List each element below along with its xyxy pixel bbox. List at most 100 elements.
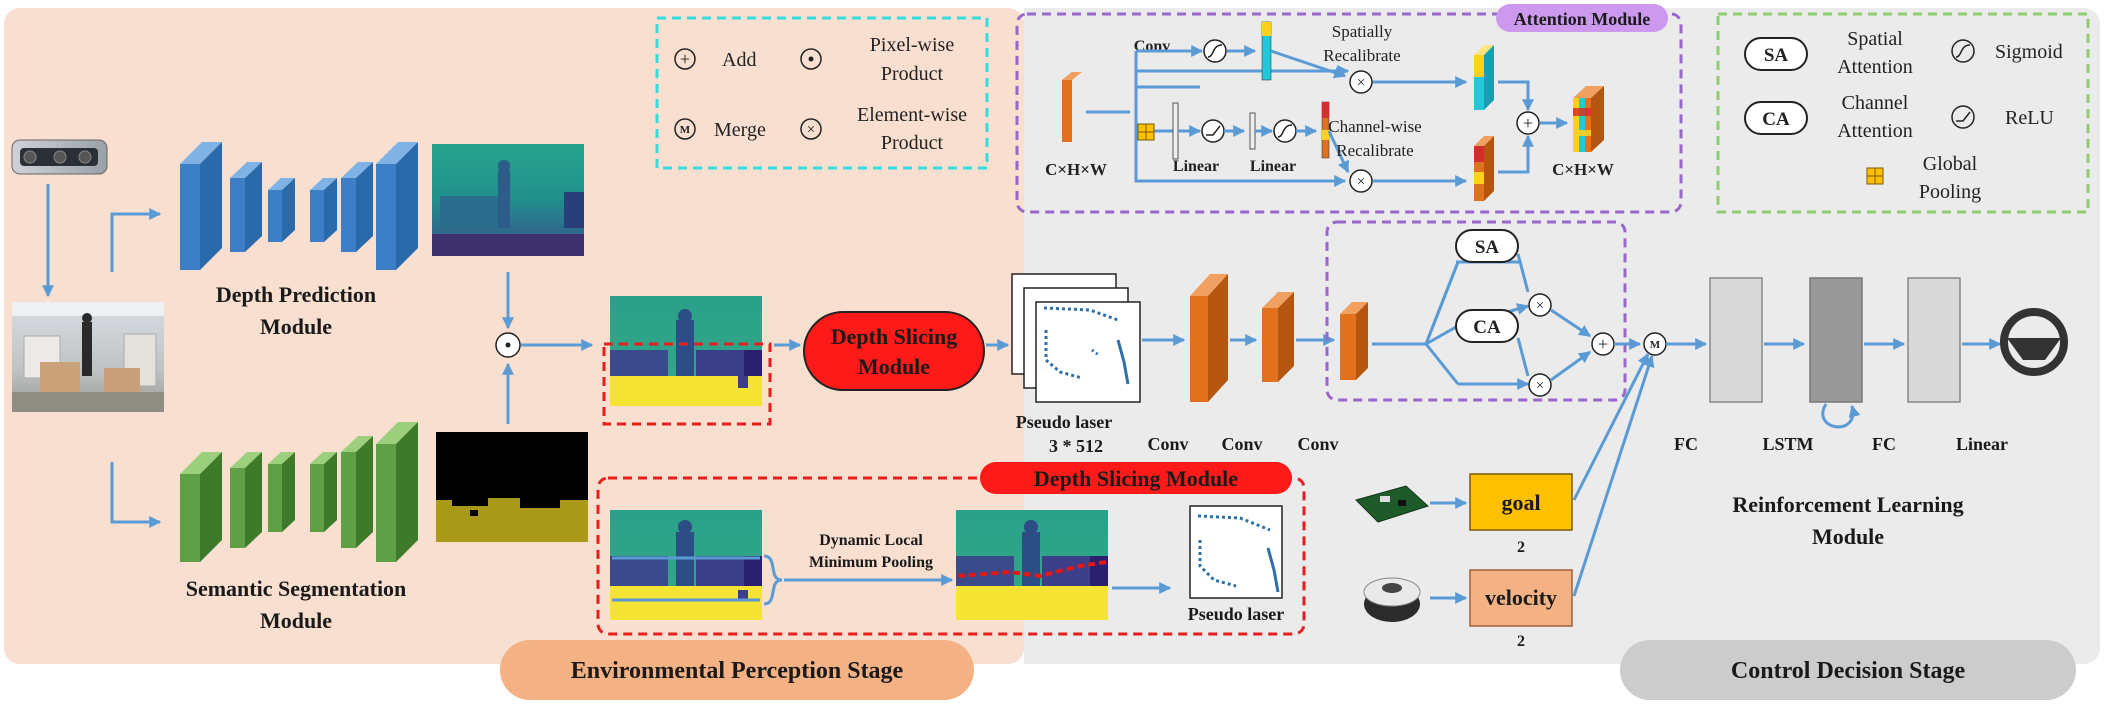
goal-dim: 2 <box>1517 539 1525 556</box>
svg-text:Sigmoid: Sigmoid <box>1995 41 2063 63</box>
svg-text:Control Decision Stage: Control Decision Stage <box>1731 658 1966 684</box>
goal-input: goal <box>1469 473 1573 531</box>
rgb-input-image <box>12 302 164 412</box>
global-pooling-icon <box>1866 167 1884 185</box>
svg-text:Product: Product <box>881 132 944 154</box>
attention-block: SA CA × × + <box>1325 220 1627 402</box>
svg-text:Linear: Linear <box>1250 158 1296 175</box>
conv-label-3: Conv <box>1297 434 1338 454</box>
svg-text:C×H×W: C×H×W <box>1045 160 1107 179</box>
pseudo-laser-stack <box>1011 273 1141 403</box>
svg-text:Depth Slicing Module: Depth Slicing Module <box>1034 466 1238 491</box>
svg-text:+: + <box>680 49 690 69</box>
lstm-label: LSTM <box>1762 434 1813 454</box>
steering-wheel-icon <box>2000 308 2068 376</box>
svg-text:Channel-wise: Channel-wise <box>1328 117 1421 136</box>
sigmoid-icon <box>1273 119 1297 143</box>
control-stage-label: Control Decision Stage <box>1620 640 2076 700</box>
depth-prediction-label: Depth Prediction <box>216 282 376 307</box>
elementwise-product-icon <box>1528 293 1552 317</box>
slice-highlight <box>602 342 772 426</box>
relu-icon <box>1951 105 1975 129</box>
svg-text:Merge: Merge <box>714 119 766 141</box>
pseudo-laser-label: Pseudo laser <box>1016 412 1113 432</box>
lstm-layer <box>1809 277 1863 403</box>
fc-layer-1 <box>1709 277 1763 403</box>
svg-text:Minimum Pooling: Minimum Pooling <box>809 554 933 571</box>
svg-text:Recalibrate: Recalibrate <box>1323 46 1400 65</box>
velocity-input: velocity <box>1469 569 1573 627</box>
svg-text:Spatial: Spatial <box>1847 28 1903 50</box>
sa-block <box>1455 229 1519 263</box>
svg-text:velocity: velocity <box>1485 585 1557 610</box>
svg-text:Add: Add <box>722 49 756 71</box>
elementwise-product-icon <box>800 118 822 140</box>
svg-text:Module: Module <box>1812 524 1884 549</box>
lstm-recurrent-arrow <box>1821 403 1861 429</box>
global-pooling-icon <box>1137 123 1155 141</box>
svg-text:Spatially: Spatially <box>1332 22 1393 41</box>
fc-label-2: FC <box>1872 434 1896 454</box>
svg-text:SA: SA <box>1475 237 1500 258</box>
camera-icon <box>11 139 108 175</box>
elementwise-product-icon <box>1349 70 1373 94</box>
svg-text:Channel: Channel <box>1842 92 1909 114</box>
svg-text:Pseudo laser: Pseudo laser <box>1188 604 1285 624</box>
svg-text:×: × <box>807 122 815 138</box>
fc-label-1: FC <box>1674 434 1698 454</box>
attention-module-detail: Attention Module C×H×W Conv Spatially Re… <box>1015 4 1683 214</box>
svg-text:Module: Module <box>260 314 332 339</box>
svg-text:Attention: Attention <box>1837 120 1913 142</box>
sa-badge <box>1744 37 1808 71</box>
svg-text:Module: Module <box>260 608 332 633</box>
svg-text:Module: Module <box>858 354 930 379</box>
svg-text:CA: CA <box>1762 109 1790 130</box>
svg-text:Recalibrate: Recalibrate <box>1336 141 1413 160</box>
svg-text:×: × <box>1536 378 1544 394</box>
rl-module-label: Reinforcement Learning <box>1732 492 1963 517</box>
fc-layer-2 <box>1907 277 1961 403</box>
depth-slicing-module-block: Depth Slicing Module <box>803 311 985 391</box>
svg-text:M: M <box>1650 339 1661 351</box>
depth-slicing-detail: Depth Slicing Module Dynamic Local Minim… <box>596 462 1306 636</box>
svg-text:CA: CA <box>1473 317 1501 338</box>
svg-text:Attention: Attention <box>1837 56 1913 78</box>
conv-label-2: Conv <box>1221 434 1262 454</box>
svg-text:goal: goal <box>1501 490 1540 515</box>
svg-text:SA: SA <box>1764 45 1789 66</box>
conv-block-2 <box>1262 292 1294 382</box>
svg-text:Attention Module: Attention Module <box>1514 9 1651 29</box>
merge-icon <box>674 118 696 140</box>
svg-text:+: + <box>1598 334 1608 354</box>
conv-block-1 <box>1190 274 1228 402</box>
ca-block <box>1455 309 1519 343</box>
depth-prediction-network <box>180 142 418 270</box>
svg-text:Depth Slicing: Depth Slicing <box>831 324 958 349</box>
svg-text:Global: Global <box>1923 153 1978 175</box>
robot-base-icon <box>1363 577 1421 622</box>
pixelwise-product-icon <box>800 48 822 70</box>
operator-legend: + Add Pixel-wise Product M Merge × Eleme… <box>655 16 989 170</box>
svg-text:Pooling: Pooling <box>1919 181 1981 203</box>
svg-text:Linear: Linear <box>1173 158 1219 175</box>
semantic-segmentation-network <box>180 422 418 562</box>
add-icon <box>1516 111 1540 135</box>
svg-text:ReLU: ReLU <box>2005 107 2054 129</box>
velocity-dim: 2 <box>1517 633 1525 650</box>
semantic-segmentation-label: Semantic Segmentation <box>186 576 407 601</box>
svg-text:M: M <box>680 124 691 136</box>
add-icon <box>674 48 696 70</box>
pseudo-laser-size: 3 * 512 <box>1049 436 1103 456</box>
svg-text:Product: Product <box>881 63 944 85</box>
ca-badge <box>1744 101 1808 135</box>
conv-label-1: Conv <box>1147 434 1188 454</box>
svg-text:×: × <box>1357 174 1365 190</box>
linear-label: Linear <box>1956 434 2008 454</box>
masked-depth-image <box>602 296 772 426</box>
elementwise-product-icon <box>1349 169 1373 193</box>
svg-text:Environmental Perception Stage: Environmental Perception Stage <box>571 658 904 684</box>
svg-text:Element-wise: Element-wise <box>857 104 967 126</box>
sigmoid-icon <box>1951 39 1975 63</box>
